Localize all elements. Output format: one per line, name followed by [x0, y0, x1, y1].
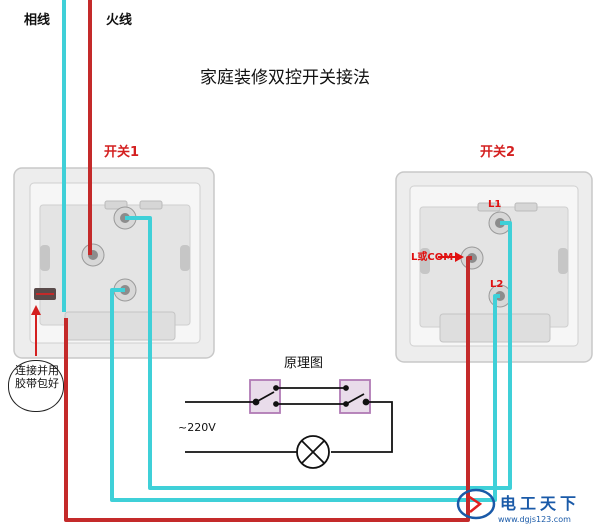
traveler-wire-1 [125, 216, 512, 490]
page-title: 家庭装修双控开关接法 [200, 68, 370, 88]
switch2-plate [395, 171, 593, 363]
logo-text: 电工天下 [500, 494, 581, 513]
site-logo [456, 488, 496, 520]
switch1-label: 开关1 [104, 145, 140, 160]
terminal-lcom-label: L或COM [411, 252, 454, 263]
cyan-wires [62, 0, 512, 502]
terminal-l2-label: L2 [490, 279, 504, 290]
note-bubble [8, 360, 64, 412]
switch2-label: 开关2 [480, 145, 516, 160]
lcom-arrow [438, 252, 464, 262]
logo-url: www.dgjs123.com [498, 515, 571, 524]
note-arrow [31, 305, 41, 356]
lamp-wire [64, 256, 472, 522]
terminal-l1-label: L1 [488, 199, 502, 210]
principle-title: 原理图 [284, 356, 324, 371]
live-wire-label: 火线 [106, 13, 133, 28]
neutral-wire-label: 相线 [24, 13, 51, 28]
joint-marker [34, 288, 56, 300]
voltage-label: ~220V [178, 421, 216, 434]
note-text: 连接并用胶带包好 [15, 364, 59, 390]
traveler-wire-2 [110, 288, 500, 502]
red-wires [64, 0, 472, 522]
principle-schematic [185, 379, 393, 469]
